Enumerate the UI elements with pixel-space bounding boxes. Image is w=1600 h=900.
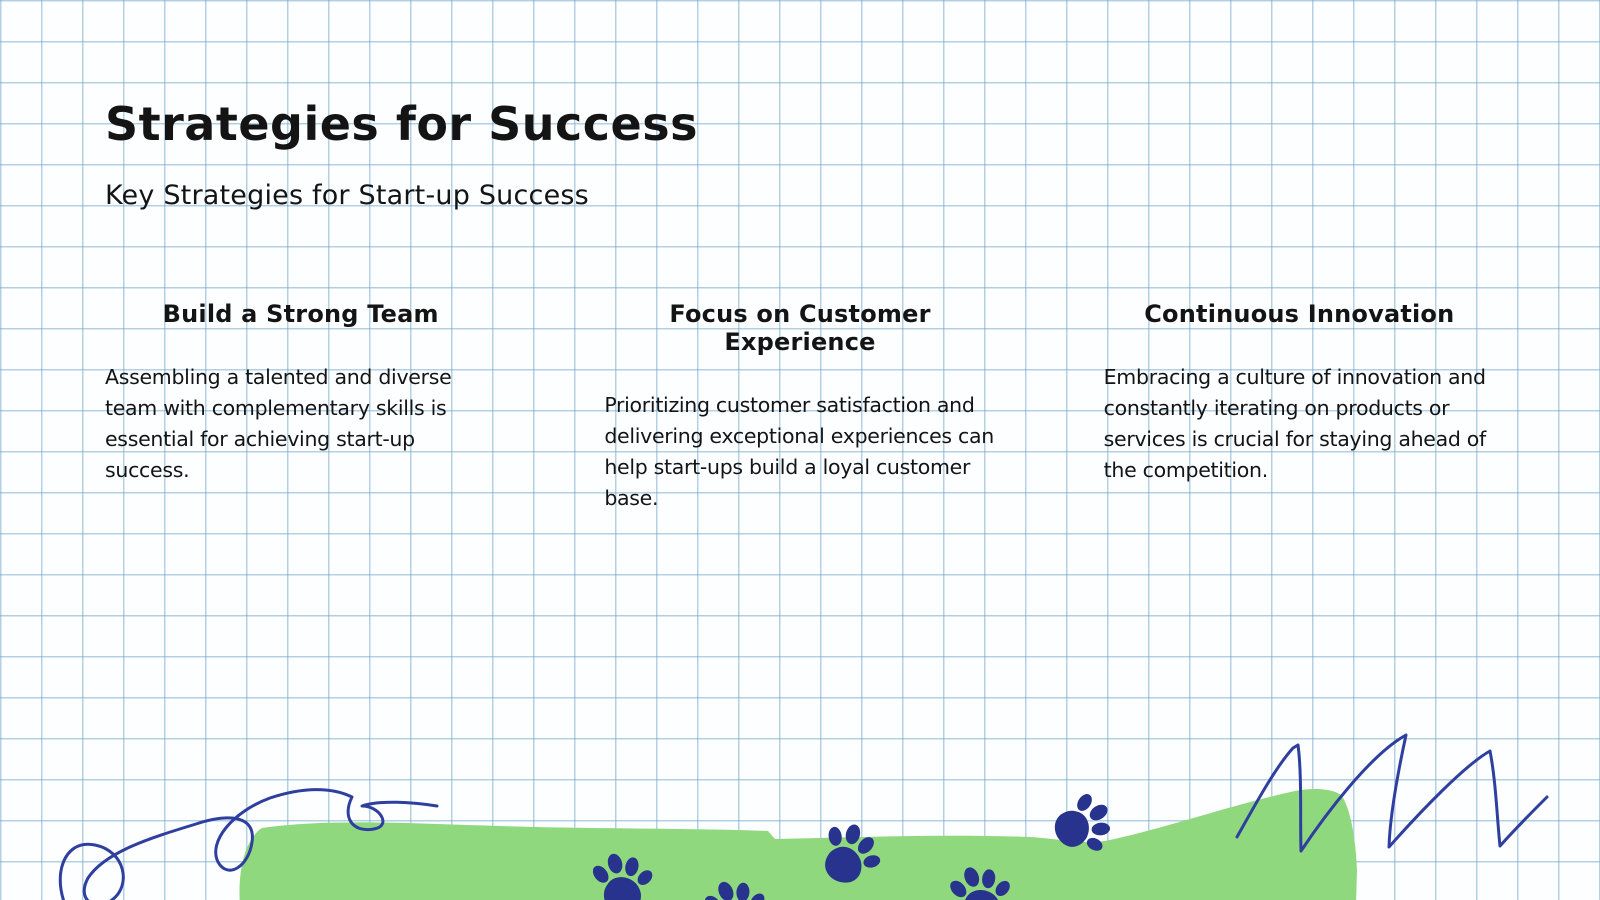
column-body-text: Prioritizing customer satisfaction and d…	[604, 393, 994, 510]
column-build-strong-team: Build a Strong Team Assembling a talente…	[105, 300, 496, 514]
column-body-text: Embracing a culture of innovation and co…	[1103, 365, 1487, 482]
column-body-text: Assembling a talented and diverse team w…	[105, 365, 452, 482]
column-heading: Focus on Customer Experience	[669, 300, 931, 356]
strategy-columns: Build a Strong Team Assembling a talente…	[105, 300, 1495, 514]
column-heading: Build a Strong Team	[162, 300, 439, 328]
column-customer-experience: Focus on Customer Experience Prioritizin…	[604, 300, 995, 514]
page-title: Strategies for Success	[105, 97, 699, 151]
column-heading: Continuous Innovation	[1144, 300, 1455, 328]
page-subtitle: Key Strategies for Start-up Success	[105, 180, 589, 211]
green-brush-stroke	[239, 788, 1357, 900]
zigzag-scribble-doodle	[1235, 733, 1549, 853]
column-continuous-innovation: Continuous Innovation Embracing a cultur…	[1104, 300, 1495, 514]
loop-scribble-doodle	[58, 788, 439, 900]
